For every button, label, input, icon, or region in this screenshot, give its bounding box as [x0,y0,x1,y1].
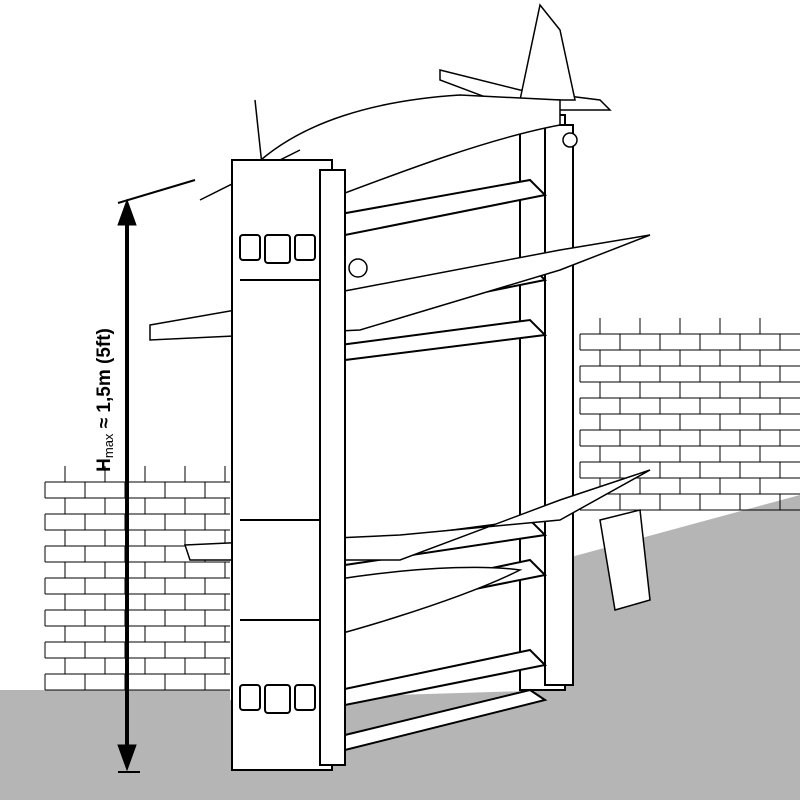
floor-right [230,495,800,800]
rack-left-frame [231,159,346,771]
height-dimension-arrow [117,179,196,773]
left-brick-wall [44,466,230,691]
airplane-top [149,3,651,341]
height-value: ≈ 1,5m (5ft) [94,328,115,434]
floor [0,690,230,800]
height-subscript: max [101,433,116,459]
max-height-label: Hmax ≈ 1,5m (5ft) [94,328,116,472]
right-brick-wall [579,318,800,511]
rack-right-frame [519,114,574,691]
height-symbol: H [94,458,115,472]
